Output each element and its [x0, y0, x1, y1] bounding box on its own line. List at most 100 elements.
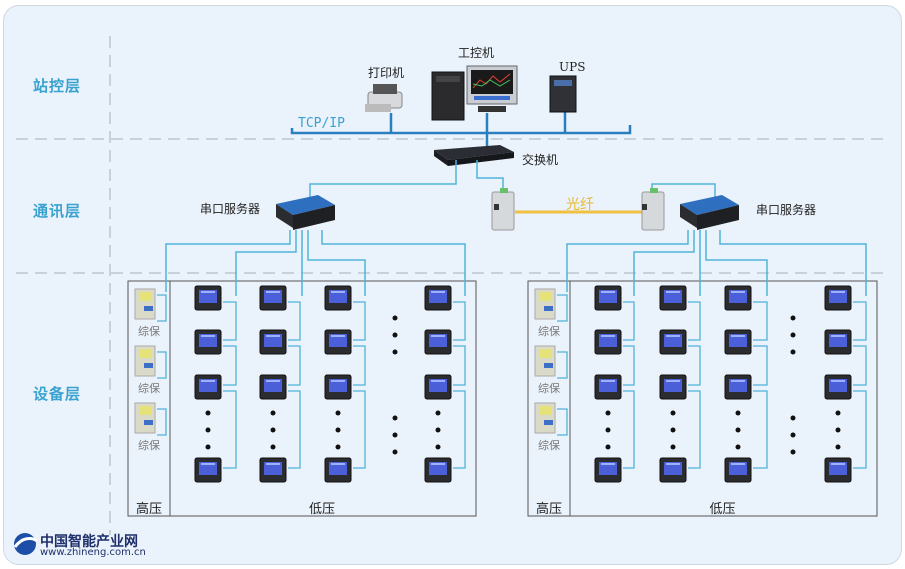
serial-bus-wire — [566, 230, 689, 292]
daisy-chain-wire — [557, 294, 568, 322]
ellipsis-dot — [205, 410, 211, 416]
power-meter-icon — [724, 374, 752, 400]
power-meter-icon — [659, 374, 687, 400]
ellipsis-dot — [790, 432, 796, 438]
watermark-url: www.zhineng.com.cn — [40, 547, 146, 558]
ups-label: UPS — [559, 60, 586, 74]
ellipsis-dot — [392, 432, 398, 438]
power-meter-icon — [259, 285, 287, 311]
ellipsis-dot — [435, 410, 441, 416]
ellipsis-dot — [392, 415, 398, 421]
comm-wires — [309, 160, 716, 198]
daisy-chain-wire — [557, 351, 568, 379]
media-converter-left-icon — [491, 188, 515, 231]
protection-relay-icon — [534, 402, 556, 434]
daisy-chain-wire — [753, 301, 768, 341]
daisy-chain-wire — [688, 301, 701, 341]
protection-unit-label: 综保 — [138, 382, 160, 395]
daisy-chain-wire — [157, 408, 167, 436]
power-meter-icon — [824, 285, 852, 311]
high-voltage-label: 高压 — [136, 502, 163, 517]
protection-relay-icon — [134, 345, 156, 377]
media-converter-right-icon — [641, 188, 665, 231]
daisy-chain-wire — [557, 408, 568, 436]
serial-bus-wire — [633, 230, 695, 296]
power-meter-icon — [659, 285, 687, 311]
industrial-pc-icon — [431, 65, 518, 121]
power-meter-icon — [824, 374, 852, 400]
serial-bus-wire — [235, 230, 297, 296]
protection-unit-label: 综保 — [538, 439, 560, 452]
watermark-name: 中国智能产业网 — [40, 534, 138, 550]
device-group-box — [527, 280, 878, 517]
power-meter-icon — [594, 457, 622, 483]
daisy-chain-wire — [353, 301, 366, 341]
daisy-chain-wire — [623, 301, 635, 341]
power-meter-icon — [424, 374, 452, 400]
daisy-chain-wire — [288, 301, 301, 341]
daisy-chain-wire — [688, 345, 701, 386]
serial-bus-wire — [719, 230, 867, 296]
serial-server-right-icon — [680, 195, 739, 230]
power-meter-icon — [324, 374, 352, 400]
protection-relay-icon — [534, 345, 556, 377]
ellipsis-dot — [670, 410, 676, 416]
serial-bus-wire — [705, 230, 768, 296]
ellipsis-dot — [835, 427, 841, 433]
ipc-label: 工控机 — [458, 46, 495, 60]
protection-relay-icon — [134, 288, 156, 320]
protection-unit-label: 综保 — [138, 325, 160, 338]
device-layer — [127, 230, 878, 517]
ellipsis-dot — [270, 427, 276, 433]
power-meter-icon — [259, 374, 287, 400]
power-meter-icon — [824, 457, 852, 483]
layer-label-comm: 通讯层 — [33, 202, 82, 220]
power-meter-icon — [194, 329, 222, 355]
daisy-chain-wire — [688, 390, 701, 469]
globe-icon — [13, 533, 38, 555]
ellipsis-dot — [435, 427, 441, 433]
ellipsis-dot — [605, 444, 611, 450]
daisy-chain-wire — [353, 390, 366, 469]
daisy-chain-wire — [453, 390, 466, 469]
ups-icon — [549, 75, 577, 113]
power-meter-icon — [324, 457, 352, 483]
power-meter-icon — [724, 457, 752, 483]
printer-label: 打印机 — [368, 66, 405, 80]
ellipsis-dot — [335, 444, 341, 450]
power-meter-icon — [724, 285, 752, 311]
ellipsis-dot — [392, 349, 398, 355]
power-meter-icon — [424, 457, 452, 483]
power-meter-icon — [259, 329, 287, 355]
power-meter-icon — [424, 329, 452, 355]
power-meter-icon — [194, 374, 222, 400]
ellipsis-dot — [605, 427, 611, 433]
ellipsis-dot — [605, 410, 611, 416]
ellipsis-dot — [392, 315, 398, 321]
power-meter-icon — [324, 329, 352, 355]
ellipsis-dot — [790, 315, 796, 321]
daisy-chain-wire — [223, 390, 237, 469]
daisy-chain-wire — [853, 390, 867, 469]
daisy-chain-wire — [453, 301, 466, 341]
low-voltage-label: 低压 — [709, 502, 736, 517]
power-meter-icon — [259, 457, 287, 483]
ellipsis-dot — [670, 427, 676, 433]
serial-bus-wire — [321, 230, 466, 296]
daisy-chain-wire — [453, 345, 466, 386]
device-group-box — [127, 280, 477, 517]
daisy-chain-wire — [623, 345, 635, 386]
ellipsis-dot — [735, 444, 741, 450]
ellipsis-dot — [735, 427, 741, 433]
tcpip-bus — [290, 110, 632, 150]
serial-server-left-icon — [276, 195, 335, 230]
ellipsis-dot — [790, 349, 796, 355]
power-meter-icon — [594, 285, 622, 311]
ellipsis-dot — [790, 415, 796, 421]
daisy-chain-wire — [853, 345, 867, 386]
network-switch-icon — [434, 145, 514, 166]
fiber-label: 光纤 — [566, 197, 594, 213]
daisy-chain-wire — [288, 390, 301, 469]
low-voltage-label: 低压 — [309, 502, 336, 517]
ellipsis-dot — [790, 449, 796, 455]
